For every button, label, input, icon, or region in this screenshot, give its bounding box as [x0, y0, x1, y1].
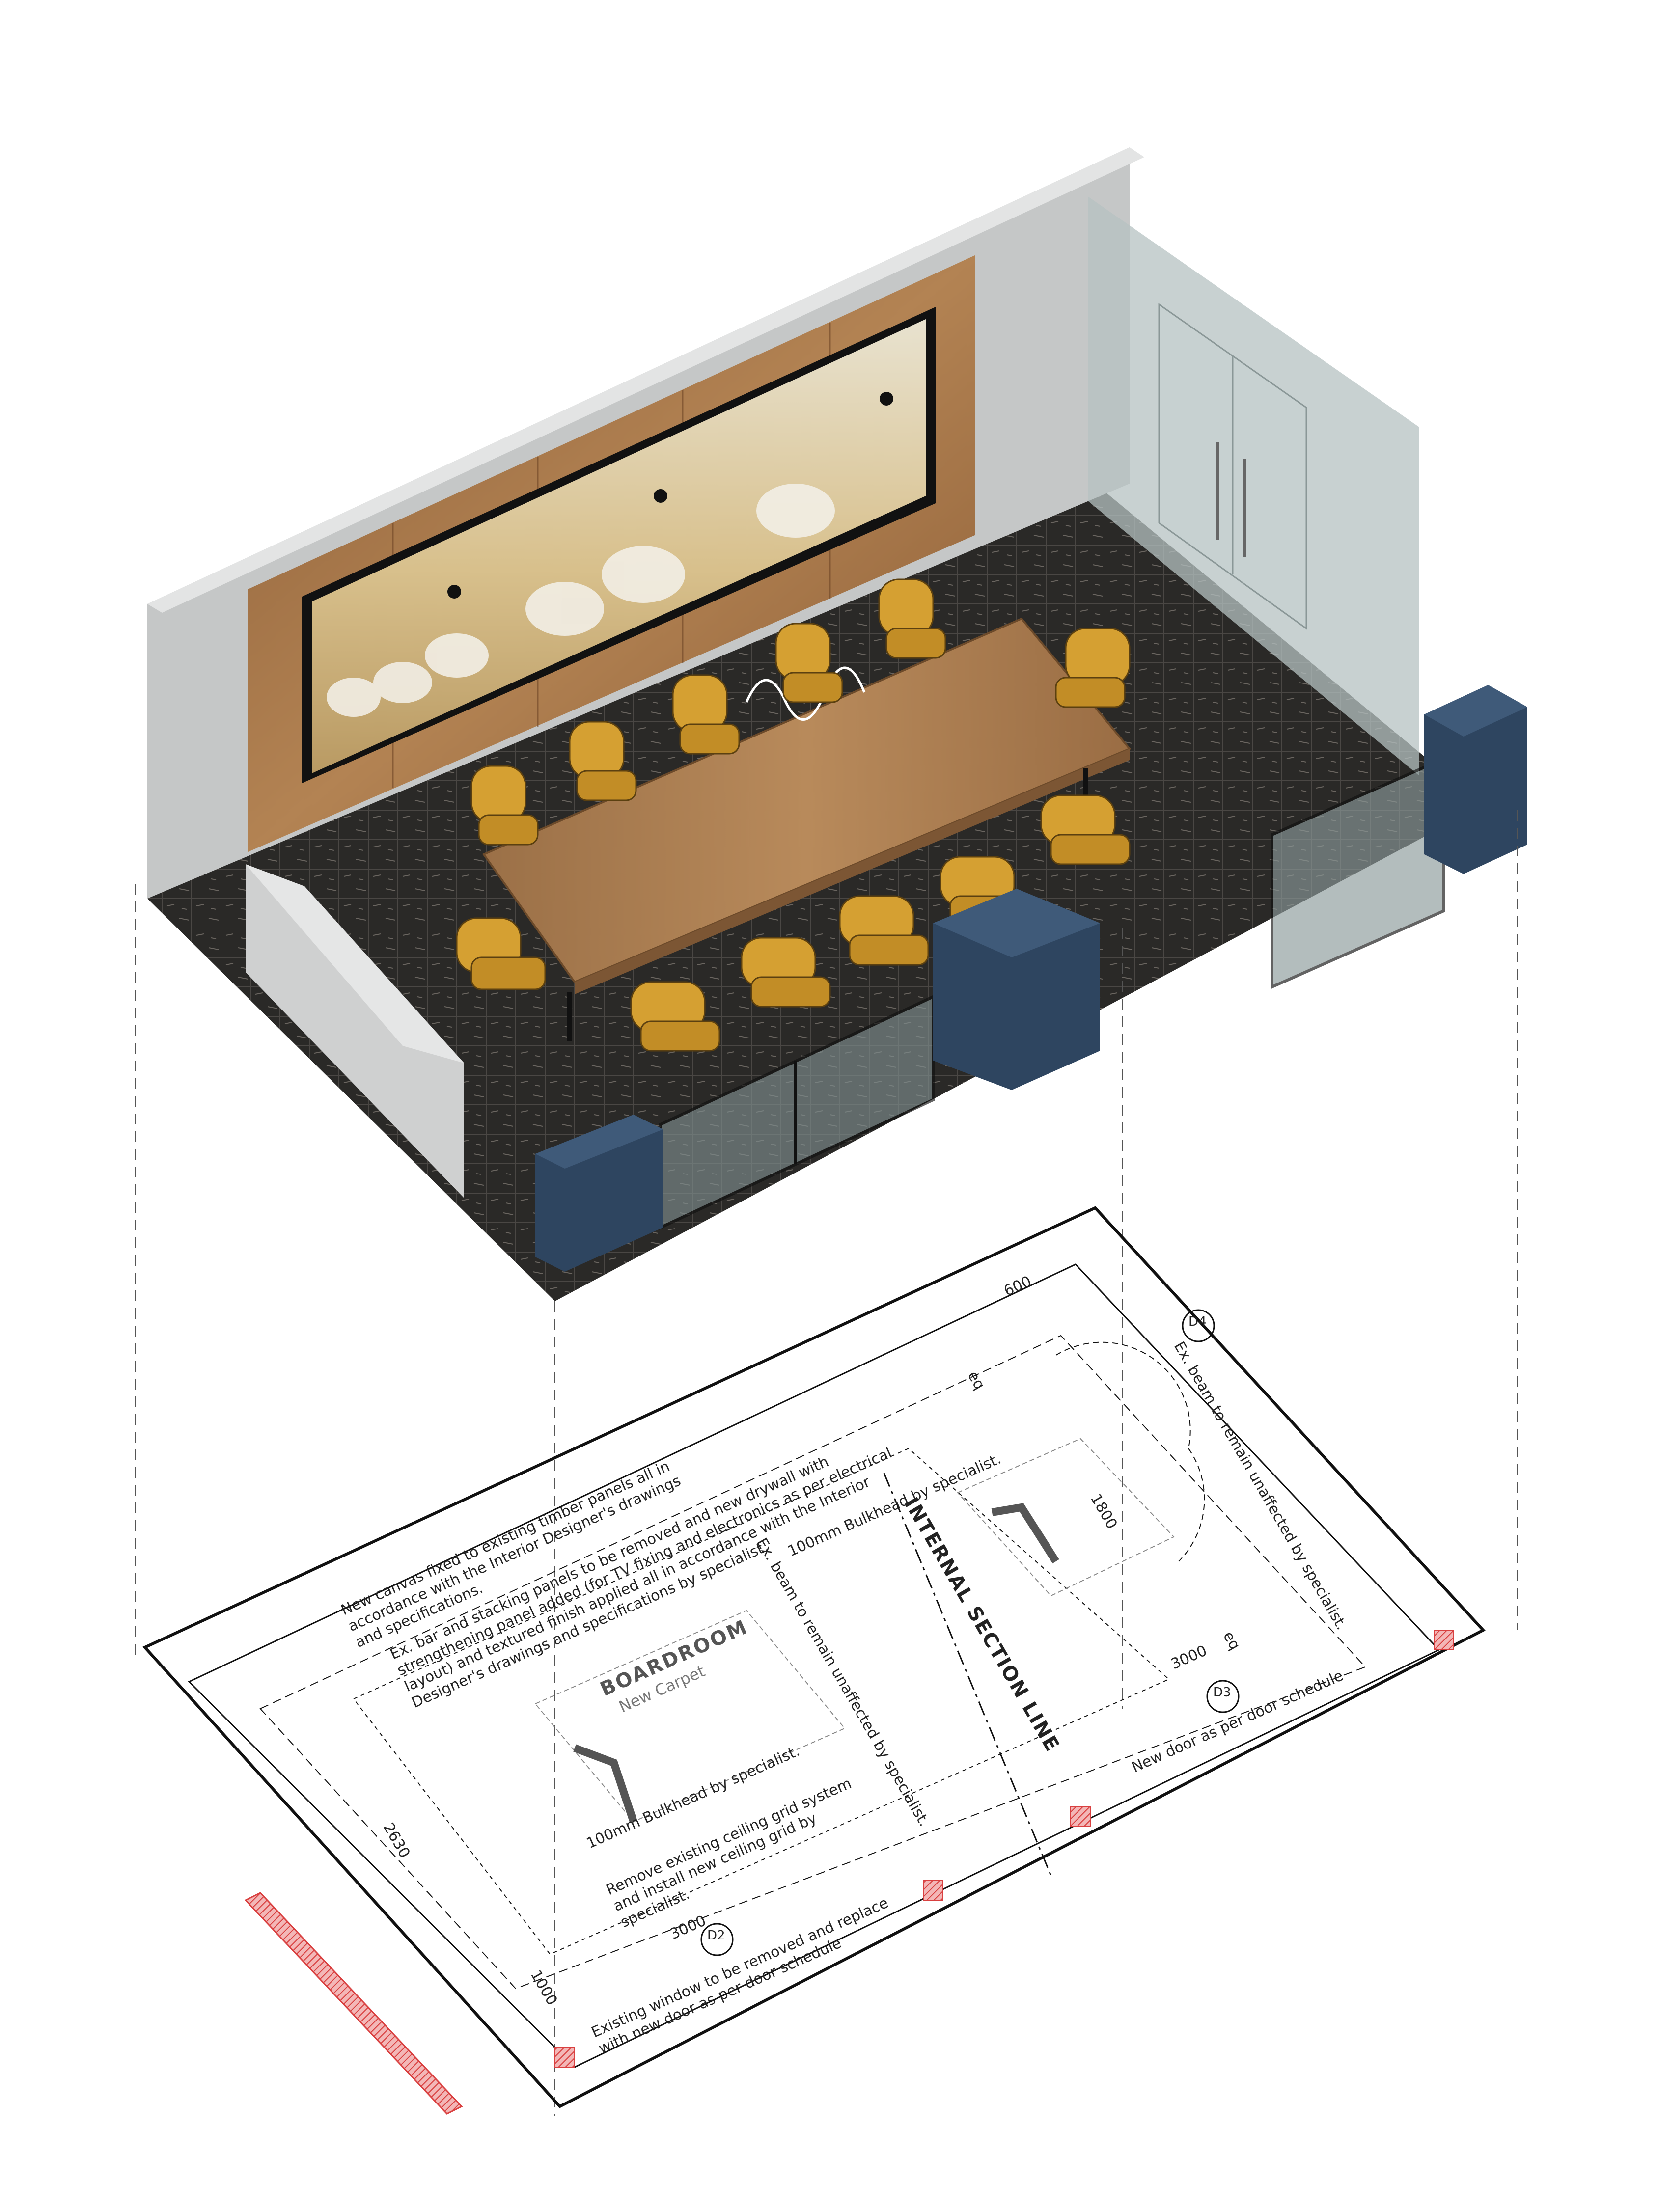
dim-1800: 1800 [1087, 1491, 1120, 1532]
back-wall-top [147, 147, 1144, 613]
chair [775, 623, 843, 703]
svg-text:Remove existing ceiling grid s: Remove existing ceiling grid system [604, 1775, 854, 1899]
isometric-floor-plan [142, 1206, 1486, 2115]
chair [878, 578, 946, 659]
note-ceiling: Remove existing ceiling grid system and … [604, 1775, 854, 1932]
chair [569, 721, 637, 801]
dim-eq-right: eq [1219, 1629, 1244, 1653]
door-tag-d2: D2 [707, 1928, 725, 1943]
dim-3000-bottom: 3000 [667, 1912, 709, 1943]
door-tag-d4: D4 [1188, 1314, 1207, 1329]
chair [630, 981, 720, 1052]
note-beam-right: Ex. beam to remain unaffected by special… [1170, 1339, 1350, 1633]
dim-eq-top: eq [964, 1368, 988, 1393]
chair [456, 917, 546, 990]
goats-illustration [327, 484, 835, 717]
door-tag-d3: D3 [1213, 1685, 1231, 1700]
dim-1000: 1000 [527, 1967, 560, 2009]
chair [1040, 794, 1131, 865]
chair [741, 937, 831, 1008]
hatched-wall [244, 1892, 463, 2115]
dim-2630: 2630 [380, 1820, 413, 1861]
wall-lights [447, 392, 893, 599]
isometric-render [147, 147, 1527, 1301]
chair [470, 765, 539, 846]
projection-lines [135, 810, 1518, 2116]
plan-outer-wall [142, 1206, 1486, 2108]
note-new-door: New door as per door schedule [1129, 1667, 1346, 1776]
plan-labels: BOARDROOM New Carpet New canvas fixed to… [338, 1273, 1350, 2057]
chair [672, 674, 740, 755]
chair [839, 895, 929, 966]
chairs [456, 578, 1131, 1052]
left-partition-wall [246, 864, 464, 1198]
table-cables [745, 666, 866, 721]
dim-3000-right: 3000 [1168, 1642, 1210, 1673]
chair [1055, 628, 1131, 708]
navy-columns [535, 685, 1527, 1272]
svg-text:with new door as per door sche: with new door as per door schedule [596, 1935, 844, 2058]
right-glass-door [1271, 756, 1445, 989]
dim-600: 600 [1001, 1273, 1034, 1300]
